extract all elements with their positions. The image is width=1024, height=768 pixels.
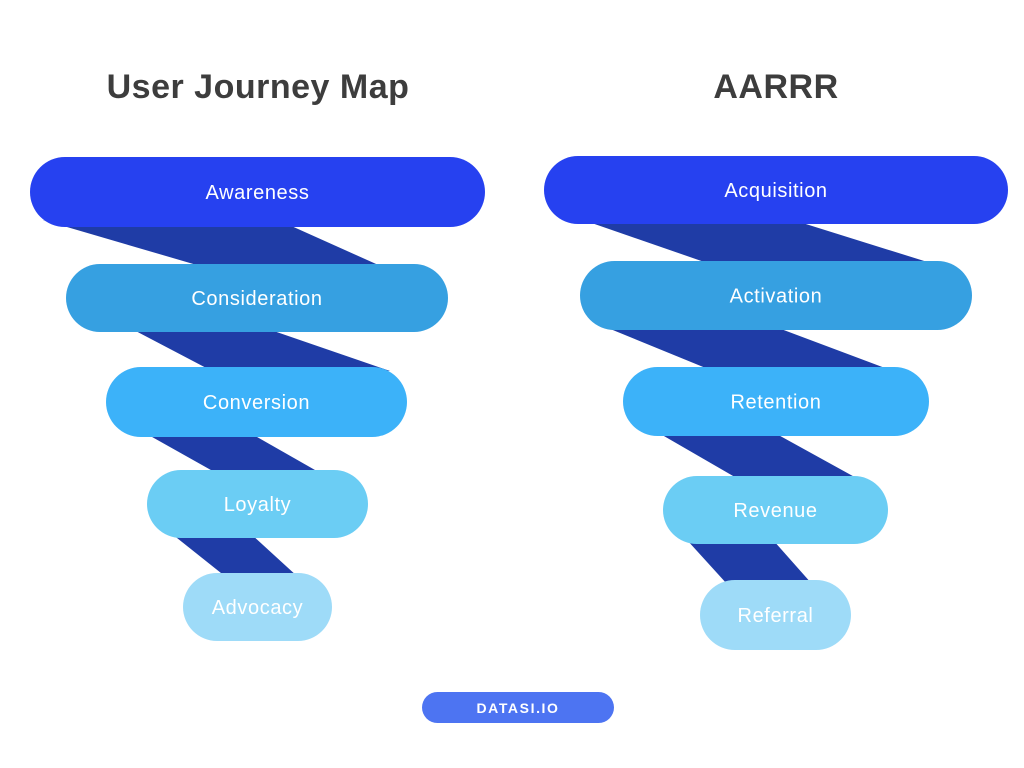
funnel-stage-label: Conversion xyxy=(203,392,310,414)
funnel-stage-pill xyxy=(544,156,1008,224)
funnel-stage-pill xyxy=(663,476,888,544)
funnel-stage-label: Revenue xyxy=(733,500,817,522)
funnel-ribbon-connector xyxy=(687,540,812,584)
datasi-badge: DATASI.IO xyxy=(422,692,614,723)
datasi-badge-label: DATASI.IO xyxy=(476,699,560,716)
right-funnel: AcquisitionActivationRetentionRevenueRef… xyxy=(544,156,1008,650)
funnel-stage-label: Referral xyxy=(738,605,814,627)
funnel-stage-pill xyxy=(580,261,972,330)
funnel-stage-pill xyxy=(106,367,407,437)
funnel-stage-pill xyxy=(700,580,851,650)
funnel-ribbon-connector xyxy=(130,328,390,371)
left-funnel: AwarenessConsiderationConversionLoyaltyA… xyxy=(30,157,485,641)
funnel-ribbon-connector xyxy=(172,534,298,577)
funnel-stage-label: Loyalty xyxy=(224,494,292,516)
funnel-stage-pill xyxy=(623,367,929,436)
right-funnel-title: AARRR xyxy=(713,68,839,106)
funnel-stage-label: Acquisition xyxy=(724,180,827,202)
funnel-stage-label: Retention xyxy=(730,392,821,414)
funnel-stage-pill xyxy=(147,470,368,538)
funnel-ribbon-connector xyxy=(583,220,937,265)
funnel-stage-pill xyxy=(30,157,485,227)
funnel-ribbon-connector xyxy=(145,433,322,474)
funnel-stage-label: Consideration xyxy=(191,288,322,310)
funnel-stage-label: Advocacy xyxy=(212,597,304,619)
funnel-ribbon-connector xyxy=(603,326,893,371)
funnel-stage-pill xyxy=(183,573,332,641)
funnel-ribbon-connector xyxy=(657,432,860,480)
left-funnel-title: User Journey Map xyxy=(106,68,410,106)
funnel-stage-label: Awareness xyxy=(206,182,310,204)
funnel-ribbon-connector xyxy=(43,220,385,268)
funnel-stage-pill xyxy=(66,264,448,332)
funnel-stage-label: Activation xyxy=(730,286,823,308)
